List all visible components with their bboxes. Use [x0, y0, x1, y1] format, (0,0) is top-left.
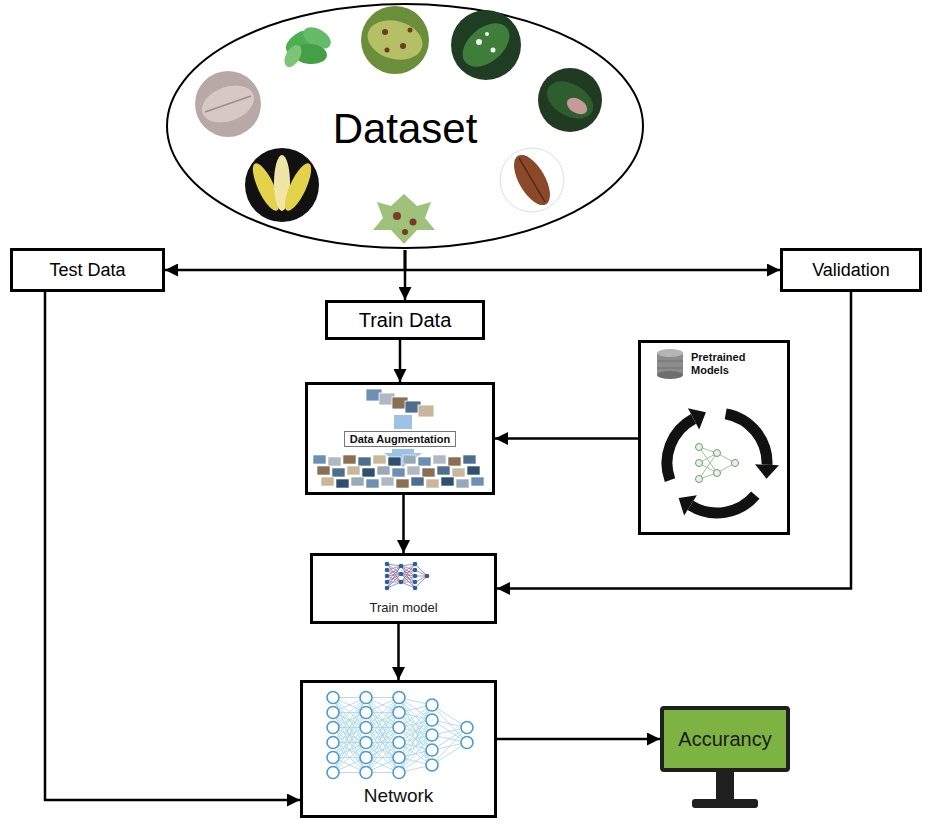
flow-arrow	[397, 624, 400, 680]
node-label: Train model	[369, 600, 437, 621]
flow-arrow	[497, 292, 851, 589]
flow-arrow	[402, 495, 405, 553]
monitor-stand	[692, 771, 758, 808]
flow-arrow	[165, 250, 405, 270]
node-label: Pretrained Models	[691, 351, 783, 377]
node-label: Accurancy	[678, 728, 771, 751]
node-label: Dataset	[333, 105, 478, 153]
flow-arrow	[405, 250, 780, 270]
node-label: Train Data	[359, 309, 452, 332]
process-box: Train Data	[325, 300, 485, 340]
dataset-ellipse: Dataset	[165, 2, 645, 250]
monitor-screen: Accurancy	[660, 706, 790, 772]
flow-arrow	[399, 340, 402, 382]
flow-arrow	[45, 292, 300, 800]
process-box: Validation	[780, 248, 922, 292]
network-box: Network	[300, 680, 497, 818]
node-label: Data Augmentation	[344, 431, 456, 447]
flow-arrow	[497, 738, 660, 741]
augmentation-box: Data Augmentation	[305, 382, 495, 495]
flow-arrow	[495, 437, 638, 440]
train-box: Train model	[310, 553, 497, 624]
process-box: Test Data	[10, 248, 165, 292]
pretrained-box: Pretrained Models	[638, 340, 790, 535]
node-label: Test Data	[49, 260, 125, 281]
node-label: Network	[364, 785, 434, 815]
node-label: Validation	[812, 260, 890, 281]
